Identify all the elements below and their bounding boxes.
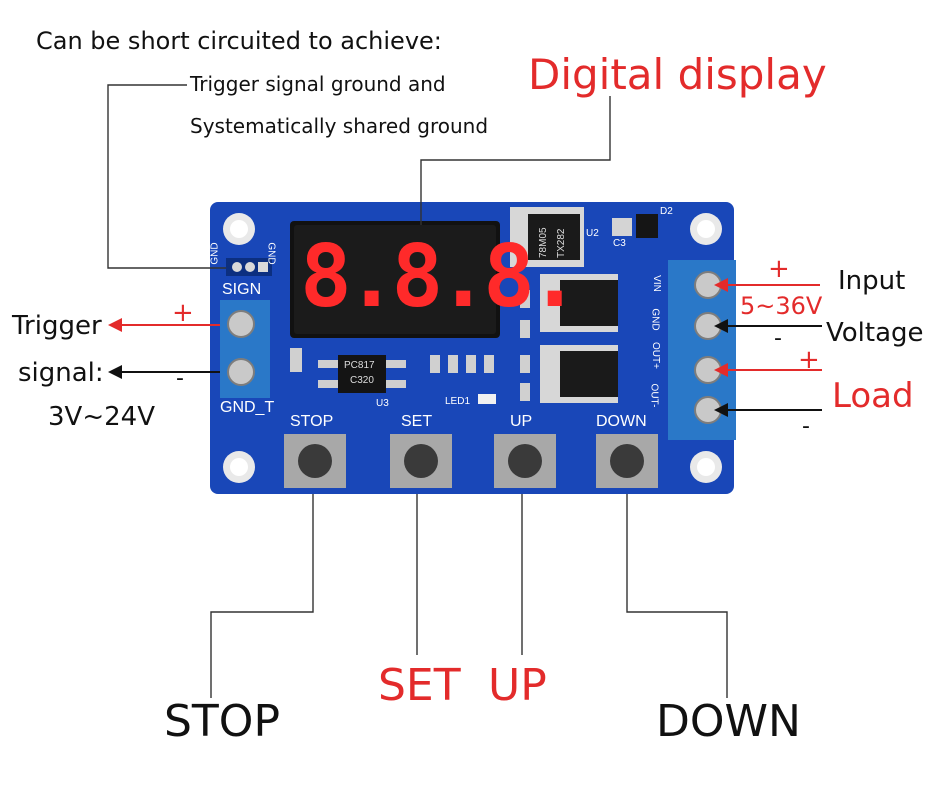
display-digits: 8.8.8.	[300, 227, 581, 327]
callout-up: UP	[488, 660, 547, 711]
note-signal: signal:	[18, 358, 104, 388]
note-digital-display: Digital display	[528, 50, 827, 99]
board-label-out-plus: OUT+	[649, 342, 661, 369]
leader-lines	[107, 84, 728, 698]
board-label-u3: U3	[376, 398, 389, 409]
board-label-gnd-power: GND	[649, 308, 661, 331]
note-trigger-plus: +	[172, 298, 194, 328]
optocoupler-chip	[338, 355, 386, 393]
board-label-d2: D2	[660, 206, 673, 217]
note-input-range: 5~36V	[740, 292, 823, 320]
note-shared-ground: Systematically shared ground	[190, 114, 489, 138]
regulator-label-bottom: TX282	[556, 228, 567, 258]
board-label-gnd: GND	[209, 242, 221, 265]
note-trigger-ground: Trigger signal ground and	[190, 72, 446, 96]
note-input: Input	[838, 266, 906, 296]
led-icon	[478, 394, 496, 404]
callout-down: DOWN	[656, 696, 801, 747]
board-label-sign: SIGN	[222, 281, 262, 298]
board-label-vin: VIN	[650, 275, 662, 292]
board-label-gnd-t: GND_T	[220, 399, 275, 416]
mounting-hole-icon	[223, 213, 722, 483]
board-label-gnd-right: GND	[265, 242, 277, 265]
note-input-minus: -	[774, 326, 782, 351]
board-label-led1: LED1	[445, 396, 471, 407]
board-label-c3: C3	[613, 238, 626, 249]
note-trigger: Trigger	[12, 311, 102, 341]
note-input-plus: +	[768, 254, 790, 284]
jumper-pads	[226, 258, 272, 276]
resistors	[290, 290, 530, 401]
note-voltage: Voltage	[826, 318, 924, 348]
screw-icon	[227, 271, 722, 424]
tactile-buttons	[284, 434, 658, 488]
note-load: Load	[832, 376, 914, 416]
callout-stop: STOP	[164, 696, 280, 747]
board-button-label-set: SET	[401, 413, 433, 430]
chip-label-code: C320	[350, 375, 374, 386]
arrow-icon	[108, 278, 822, 417]
note-trigger-range: 3V~24V	[48, 402, 155, 432]
callout-set: SET	[378, 660, 461, 711]
note-load-plus: +	[798, 345, 820, 375]
note-short-circuit: Can be short circuited to achieve:	[36, 27, 442, 55]
chip-label-pc817: PC817	[344, 360, 375, 371]
board-button-label-stop: STOP	[290, 413, 334, 430]
note-trigger-minus: -	[176, 366, 184, 391]
board-label-u2: U2	[586, 228, 599, 239]
board-button-label-up: UP	[510, 413, 533, 430]
regulator-label-top: 78M05	[538, 227, 549, 258]
note-load-minus: -	[802, 414, 810, 439]
board-label-out-minus: OUT-	[648, 383, 660, 408]
board-button-label-down: DOWN	[596, 413, 647, 430]
